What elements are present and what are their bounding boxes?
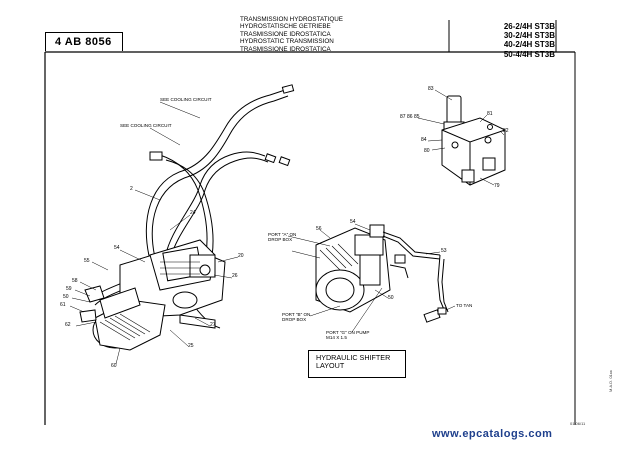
title-it: TRASMISSIONE IDROSTATICA	[240, 30, 331, 38]
part-number: 85	[414, 114, 420, 120]
part-number: 25	[188, 343, 194, 349]
website-watermark: www.epcatalogs.com	[432, 428, 553, 440]
title-fr: TRANSMISSION HYDROSTATIQUE	[240, 16, 343, 23]
model-item: 26-2/4H ST3B	[503, 22, 555, 31]
leader-lines-shifter	[287, 223, 456, 333]
callout-cooling-1: SEE COOLING CIRCUIT	[160, 97, 212, 102]
page-code: 4 AB 8056	[55, 36, 112, 48]
part-number: 54	[350, 219, 356, 225]
title-en: HYDROSTATIC TRANSMISSION	[240, 38, 334, 46]
part-number: 50	[388, 295, 394, 301]
part-number: 87	[400, 114, 406, 120]
sheet-side-code: M.A.D. 01xx	[608, 370, 613, 392]
part-number: 55	[84, 258, 90, 264]
part-number: 50	[63, 294, 69, 300]
port-b-label: PORT "B" ON DROP BOX	[282, 312, 311, 322]
shifter-layout-title: HYDRAULIC SHIFTER LAYOUT	[316, 353, 391, 370]
shifter-assembly	[315, 224, 406, 313]
transmission-shading	[99, 261, 200, 341]
shifter-layout-box	[308, 350, 406, 378]
part-number: 84	[421, 137, 427, 143]
part-number: 20	[238, 253, 244, 259]
part-number: 2	[130, 186, 133, 192]
part-number: 82	[503, 128, 509, 134]
callout-cooling-2: SEE COOLING CIRCUIT	[120, 123, 172, 128]
to-tank-label: TO TAN	[456, 303, 473, 308]
leader-lines-main	[69, 101, 239, 365]
shifter-shading	[319, 243, 359, 271]
part-number: 61	[60, 302, 66, 308]
page-code-box	[45, 32, 123, 51]
part-number: 83	[428, 86, 434, 92]
part-number: 81	[487, 111, 493, 117]
part-number: 24	[190, 210, 196, 216]
part-number: 80	[424, 148, 430, 154]
title-de: HYDROSTATISCHE GETRIEBE	[240, 23, 331, 31]
port-a-label: PORT "A" ON DROP BOX	[268, 232, 297, 242]
title-it-2: TRASMISSIONE IDROSTATICA	[240, 45, 331, 53]
hose-fittings	[149, 84, 295, 167]
part-number: 62	[65, 322, 71, 328]
section-titles: TRANSMISSION HYDROSTATIQUE HYDROSTATISCH…	[240, 16, 343, 53]
transmission-body	[79, 239, 226, 351]
model-item: 30-2/4H ST3B	[503, 31, 555, 41]
part-number: 59	[66, 286, 72, 292]
part-number: 27	[210, 322, 216, 328]
part-number: 53	[441, 248, 447, 254]
shifter-hoses	[382, 231, 449, 313]
part-number: 79	[494, 183, 500, 189]
part-number: 56	[316, 226, 322, 232]
part-number: 60	[111, 363, 117, 369]
model-list: 26-2/4H ST3B 30-2/4H ST3B 40-2/4H ST3B 5…	[451, 22, 555, 59]
part-number: 86	[407, 114, 413, 120]
model-item: 40-2/4H ST3B	[503, 40, 555, 50]
leader-lines-valve	[417, 89, 505, 186]
tank-fitting	[423, 307, 447, 323]
model-item: 50-4/4H ST3B	[503, 49, 555, 59]
part-number: 54	[114, 245, 120, 251]
valve-assembly	[441, 95, 506, 186]
port-g-label: PORT "G" ON PUMP M14 X 1.5	[326, 330, 370, 340]
part-number: 26	[232, 273, 238, 279]
sheet-date: 01/06/11	[570, 421, 586, 426]
part-number: 58	[72, 278, 78, 284]
